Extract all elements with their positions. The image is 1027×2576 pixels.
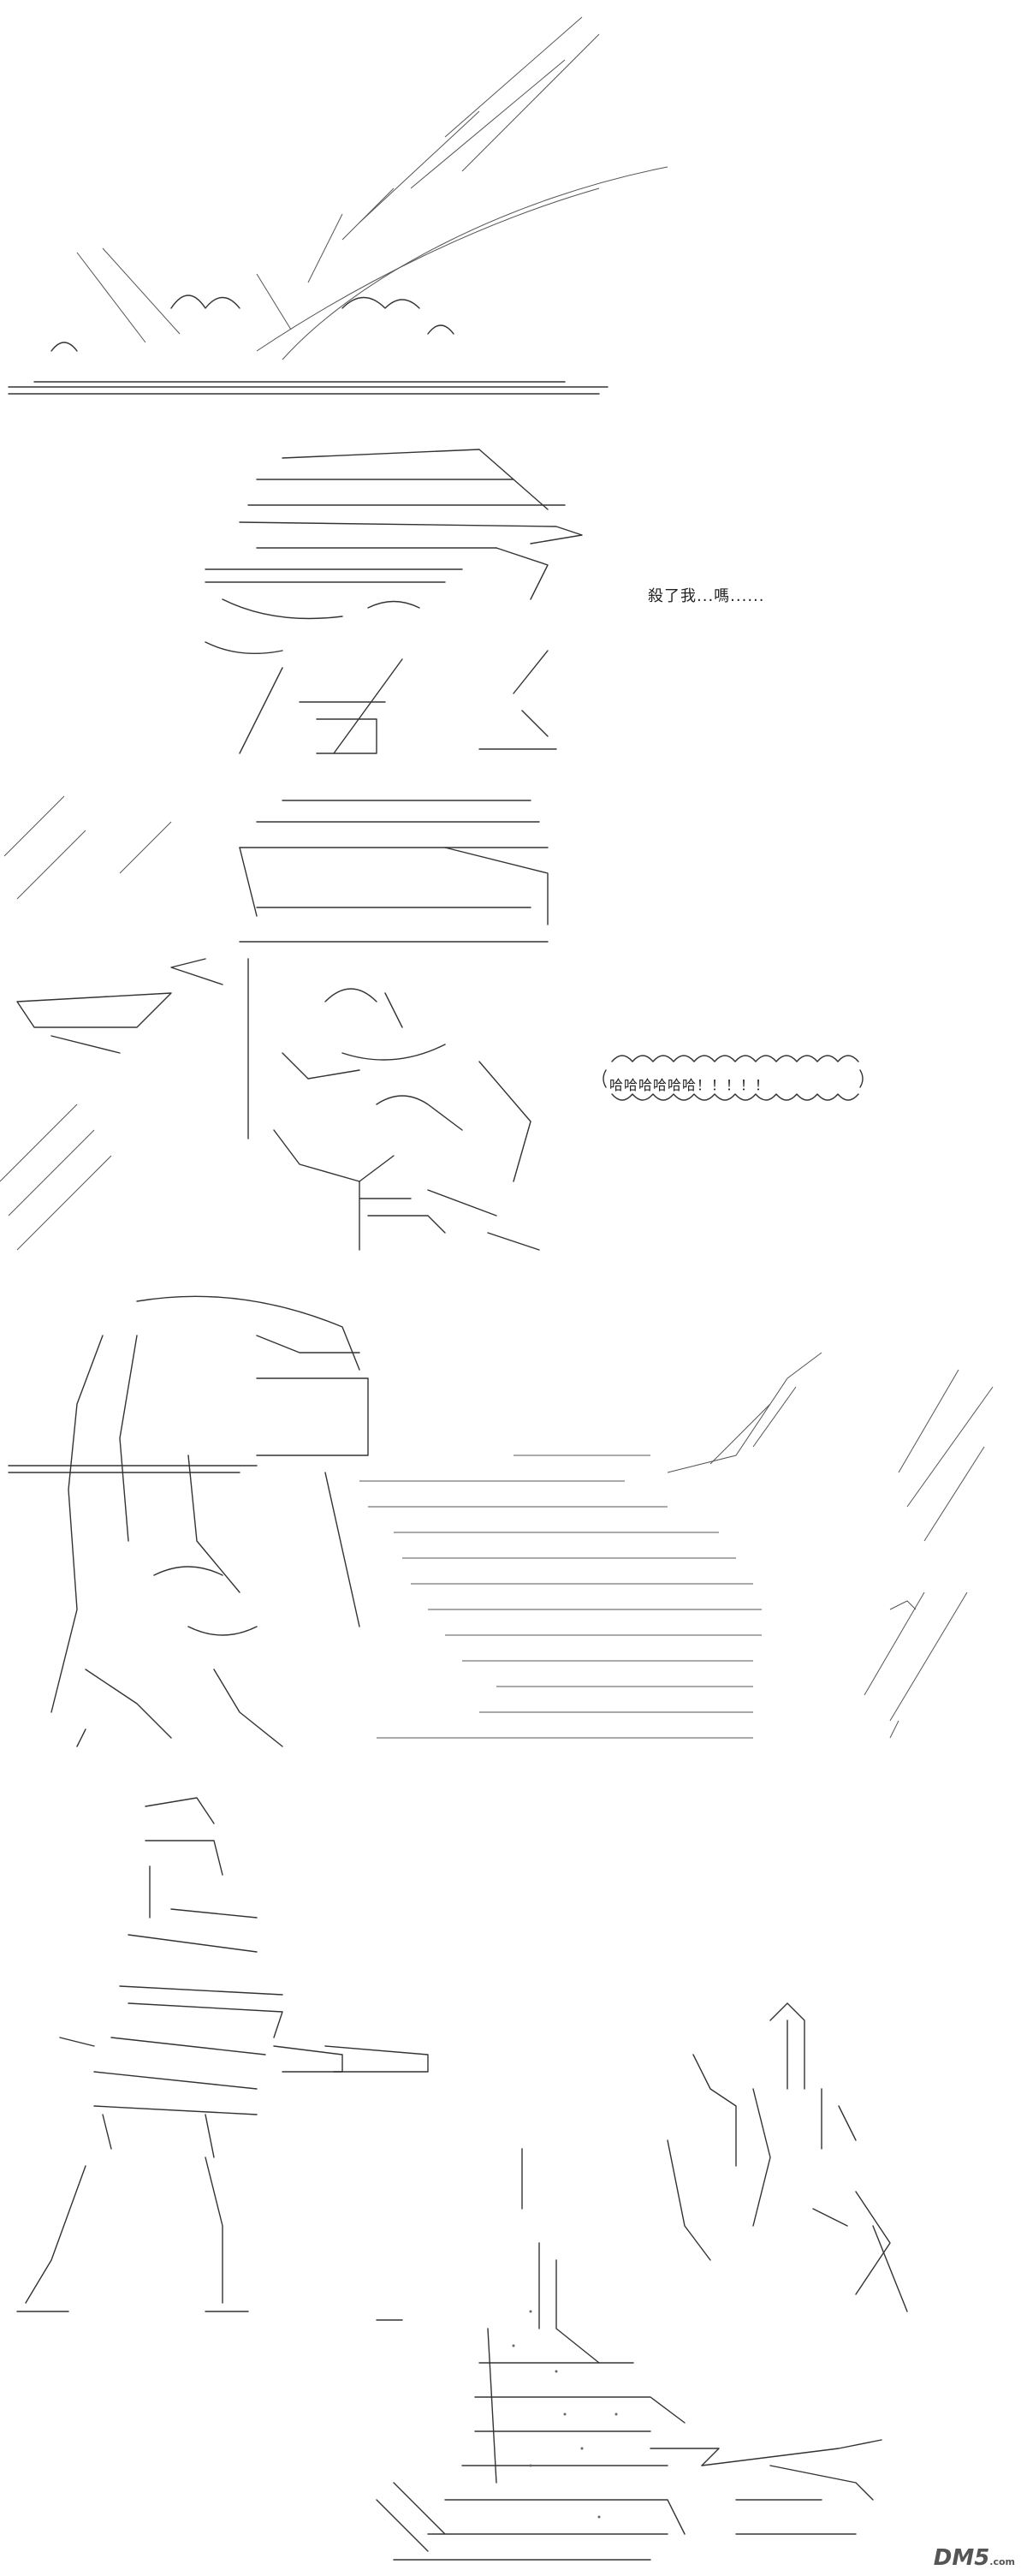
panel-girl-attack bbox=[8, 1295, 994, 1747]
panel-girl-tower bbox=[16, 1797, 908, 2561]
dialog-text: 殺了我...嗎...... bbox=[648, 587, 765, 605]
watermark-brand: DM5 bbox=[933, 2545, 990, 2571]
panel-shadowed-face bbox=[205, 449, 583, 754]
laugh-bubble-outline bbox=[603, 1055, 864, 1101]
laugh-text: 哈哈哈哈哈哈！！！！！ bbox=[609, 1077, 770, 1093]
panel-sunrise bbox=[8, 16, 668, 395]
watermark-suffix: .com bbox=[989, 2556, 1015, 2567]
panel-laughing-character bbox=[0, 795, 549, 1251]
watermark-logo: DM5.com bbox=[934, 2545, 1015, 2571]
